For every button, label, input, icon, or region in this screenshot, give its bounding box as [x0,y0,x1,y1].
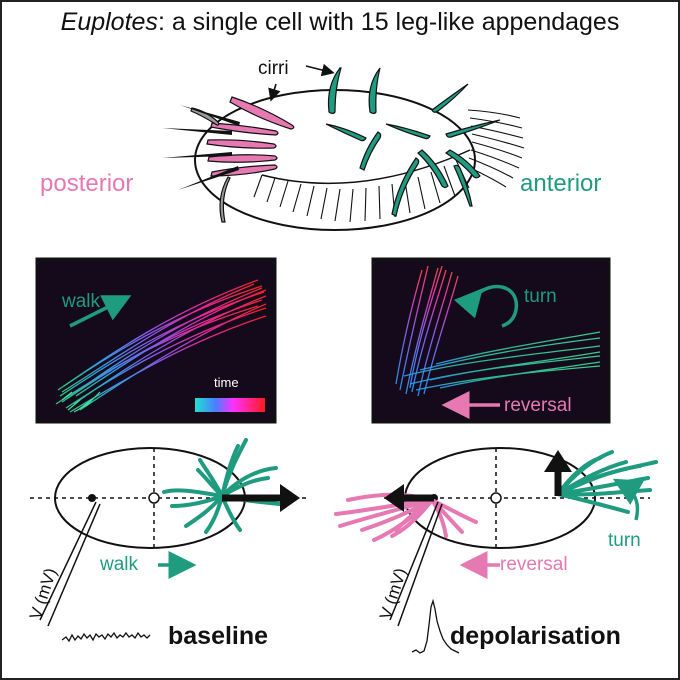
figure-title: Euplotes: a single cell with 15 leg-like… [0,8,680,37]
turn-schematic-label: turn [608,530,641,551]
reversal-cirri-pattern [334,492,478,542]
time-label: time [214,375,239,390]
turn-panel-label: turn [524,286,557,307]
center-point [490,492,502,504]
baseline-label: baseline [168,622,269,650]
posterior-label: posterior [40,170,134,197]
walk-trajectory [55,279,267,413]
depolarisation-schematic [334,447,658,654]
oral-membranelles [253,109,525,223]
electrode [389,501,439,621]
turn-cirri-pattern [556,450,658,514]
cirri-label: cirri [258,58,289,79]
walk-schematic-label: walk [100,554,139,575]
walk-legs [61,391,101,413]
walk-tracking-panel [35,257,277,424]
walk-panel-label: walk [62,291,101,312]
electrode [397,503,443,627]
anterior-label: anterior [520,170,602,197]
reversal-vector-head [384,484,404,512]
electrode [39,501,97,621]
posterior-cirri [206,96,295,177]
electrode [47,503,101,627]
center-point [148,492,160,504]
turn-horizontal-trajectory [403,331,601,391]
title-organism: Euplotes [60,8,158,36]
reversal-panel-label: reversal [504,395,572,416]
electrode-point [88,494,96,502]
depolarisation-voltage-trace [411,598,460,654]
anterior-cirri [325,67,501,217]
euplotes-cell-diagram [162,63,525,231]
title-rest: : a single cell with 15 leg-like appenda… [157,8,620,36]
cirri-arrow [268,83,281,102]
walk-arrow [69,295,132,328]
turn-direction-arrow [612,478,645,521]
baseline-voltage-trace [61,631,151,643]
spike-cirri [162,105,240,190]
turn-arrow [453,284,518,328]
time-colorbar [195,398,265,412]
turn-tracking-panel [371,257,611,424]
walk-vector-head [280,484,300,512]
walk-cirri-pattern [162,438,282,534]
cirri-arrow [305,63,335,77]
reversal-schematic-label: reversal [500,554,568,575]
baseline-schematic [30,438,310,643]
turn-vector-head [544,450,572,472]
depolarisation-label: depolarisation [450,622,621,650]
